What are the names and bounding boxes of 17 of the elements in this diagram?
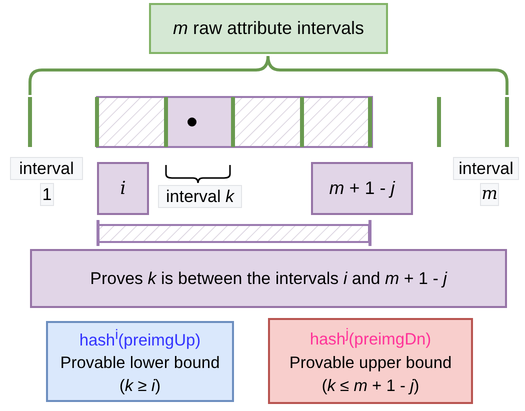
title-box: m raw attribute intervals xyxy=(149,3,388,54)
inequality-text: (k ≥ i) xyxy=(119,376,161,398)
formula-text: hash$^{j}$(preimgDn) xyxy=(310,325,432,351)
lower-bound-box xyxy=(46,321,234,402)
interval-label: interval xyxy=(10,157,83,180)
upper-bound-box xyxy=(268,318,473,404)
statement-box: Proves k is between the intervals i and m + 1 - j xyxy=(30,249,507,308)
bound-caption: Provable upper bound xyxy=(289,352,452,374)
interval-label: interval k xyxy=(158,185,242,208)
index-box: i xyxy=(97,162,149,215)
interval-number: 1 xyxy=(40,183,54,206)
index-box: m + 1 - j xyxy=(311,162,413,215)
formula-text: hash$^{i}$(preimgUp) xyxy=(79,326,201,352)
bound-caption: Provable lower bound xyxy=(60,353,220,374)
interval-number: m xyxy=(480,183,499,206)
inequality-text: (k ≤ m + 1 - j) xyxy=(322,376,420,397)
interval-label: interval xyxy=(453,157,519,180)
